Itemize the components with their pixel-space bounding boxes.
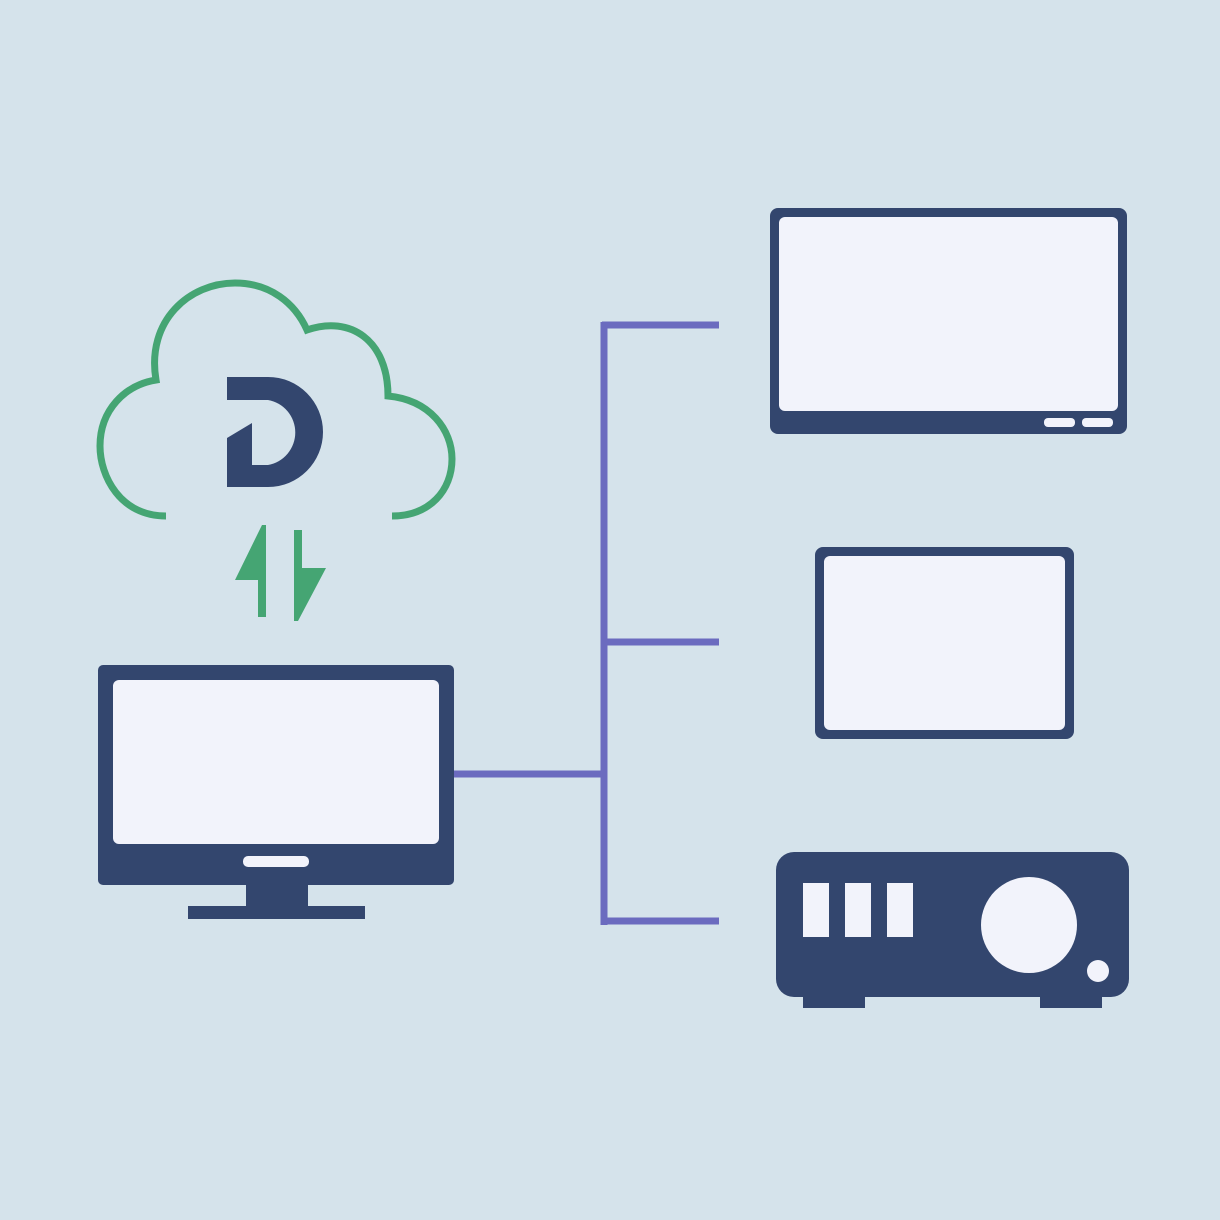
projector-vent [803, 883, 829, 937]
monitor-button [243, 856, 309, 867]
projector-vent [887, 883, 913, 937]
large-display-screen [779, 217, 1118, 411]
projector-lens [981, 877, 1077, 973]
connector-lines [452, 321, 719, 925]
cloud-icon [96, 279, 456, 520]
large-display-button [1082, 418, 1113, 427]
tablet-screen [824, 556, 1065, 730]
projector-vent [845, 883, 871, 937]
desktop-monitor-icon [98, 665, 454, 919]
sync-arrows-icon [235, 525, 326, 621]
projector-icon [776, 852, 1129, 1008]
monitor-screen [113, 680, 439, 844]
large-display-icon [770, 208, 1127, 434]
d-logo-icon [227, 377, 323, 487]
projector-indicator [1087, 960, 1109, 982]
tablet-icon [815, 547, 1074, 739]
large-display-button [1044, 418, 1075, 427]
